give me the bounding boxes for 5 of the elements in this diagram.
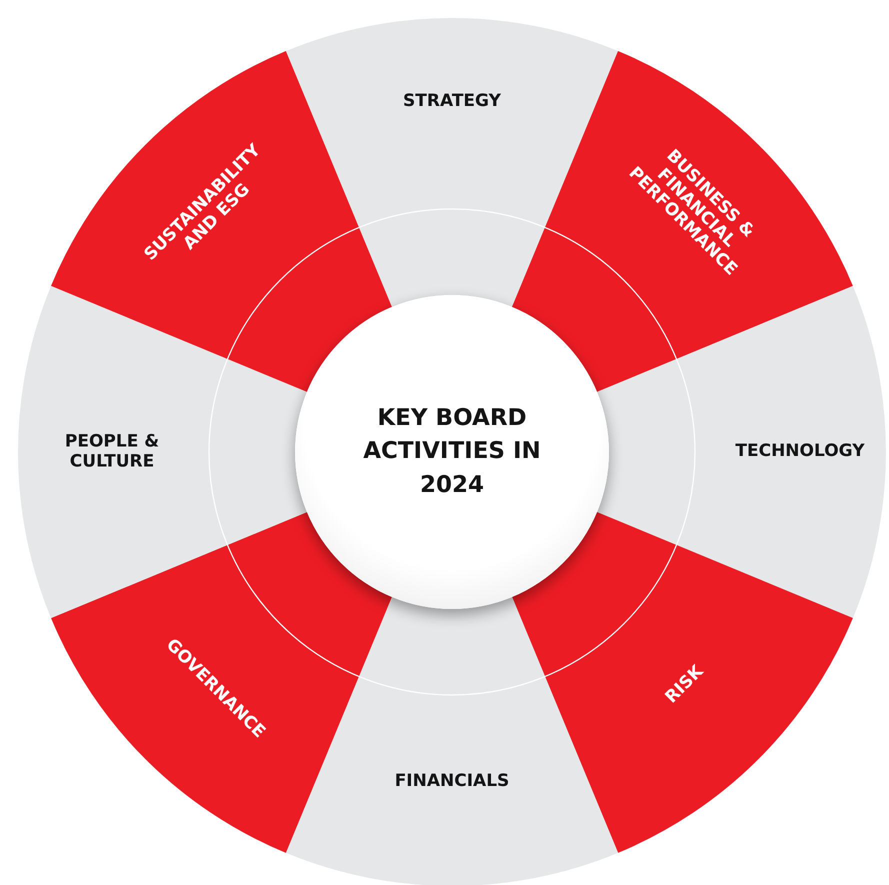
- segment-label: PEOPLE & CULTURE: [64, 432, 160, 472]
- segment-label: FINANCIALS: [394, 772, 510, 792]
- segment-label: TECHNOLOGY: [735, 442, 865, 462]
- segment-label: STRATEGY: [403, 92, 501, 112]
- center-title: KEY BOARD ACTIVITIES IN 2024: [362, 404, 542, 500]
